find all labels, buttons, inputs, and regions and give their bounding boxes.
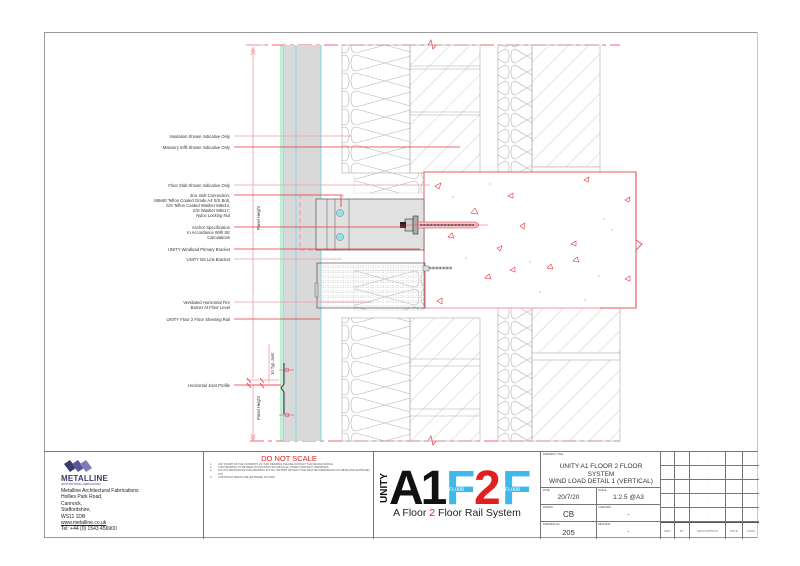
scale-cell: SCALE 1:2.5 @A3: [596, 488, 661, 504]
date-value: 20/7/20: [557, 494, 580, 501]
section-drawing: [234, 39, 643, 446]
drawing-title-caption: DRAWING TITLE: [543, 453, 564, 456]
drawing-no-value: 205: [562, 528, 575, 537]
revision-row: -----: [661, 466, 759, 480]
dim-typ-joint: 10 Typ Joint: [270, 352, 275, 375]
logo-unity: UNITY: [379, 473, 390, 503]
brand-tagline: A Floor 2 Floor Rail System: [393, 507, 521, 519]
drawing-title-cell: DRAWING TITLE UNITY A1 FLOOR 2 FLOOR SYS…: [541, 452, 661, 488]
label-link-bracket: UNITY BS Link Bracket: [186, 257, 230, 262]
logo-floor-left: FLOOR: [449, 487, 464, 493]
company-panel: METALLINE ARCHITECTURAL FABRICATIONS Met…: [44, 452, 204, 539]
metalline-logo-icon: [64, 460, 92, 472]
anchor-line-2: In Accordance With SE: [187, 230, 230, 235]
description-header: DESCRIPTION: [690, 523, 726, 539]
address-line-3: Cannock,: [61, 500, 83, 507]
brand-panel: UNITY A1 F 2 F FLOOR FLOOR A Floor 2 Flo…: [374, 452, 540, 539]
title-block: METALLINE ARCHITECTURAL FABRICATIONS Met…: [44, 451, 759, 539]
revision-row: -----: [661, 494, 759, 508]
bolt-line-4: S/S Washer M8x17,: [192, 208, 230, 213]
date-scale-row: DATE 20/7/20 SCALE 1:2.5 @A3: [541, 488, 661, 505]
bolt-line-2: M8x60 Teflon Coated Grade A4 S/S Bolt,: [154, 198, 230, 203]
drawing-no-revision-row: DRAWING No. 205 REVISION -: [541, 522, 661, 539]
label-fire-barrier: Ventilated Horizontal Fire Barrier At Fl…: [183, 300, 230, 310]
bolt-line-5: Nyloc Locking Nut: [196, 213, 230, 218]
checked-value: -: [627, 511, 630, 518]
scale-value: 1:2.5 @A3: [613, 494, 644, 501]
company-website-link[interactable]: www.metalline.co.uk: [61, 520, 107, 527]
anchor-line-3: Calculations: [207, 235, 230, 240]
revision-cell: REVISION -: [596, 522, 661, 539]
label-primary-bracket: UNITY Windload Primary Bracket: [167, 247, 230, 252]
company-phone: Tel: +44 (0) 1543 456900: [61, 526, 117, 533]
note-item: 4.COPYRIGHT METALLINE (ESTRADE) LTD 2020: [210, 475, 275, 479]
note-item: 2.THIS DRAWING TO BE READ IN CONJUNCTION…: [210, 466, 329, 470]
drawing-info-panel: DRAWING TITLE UNITY A1 FLOOR 2 FLOOR SYS…: [540, 452, 661, 539]
logo-two: 2: [474, 462, 501, 508]
do-not-scale-heading: DO NOT SCALE: [261, 454, 317, 463]
drawn-value: CB: [562, 510, 575, 519]
drawing-title: UNITY A1 FLOOR 2 FLOOR SYSTEM WIND LOAD …: [549, 463, 653, 485]
dim-panel-height-top: Panel Height: [256, 206, 261, 230]
company-logo-subtext: ARCHITECTURAL FABRICATIONS: [61, 483, 101, 486]
revision-row: -----: [661, 508, 759, 522]
by-header: BY: [675, 523, 690, 539]
notes-list: 1.ANY DOUBT OF THE CONTENTS OF THIS DRAW…: [210, 463, 370, 479]
fire-barrier-line-2: Barrier At Floor Level: [190, 305, 230, 310]
bolt-line-3: S/S Teflon Coated Washer M8x24,: [165, 203, 230, 208]
checked-cell: CHECKED -: [596, 505, 661, 521]
notes-panel: DO NOT SCALE 1.ANY DOUBT OF THE CONTENTS…: [204, 452, 374, 539]
revision-value: -: [627, 528, 630, 535]
logo-a1: A1: [389, 462, 447, 508]
anchor-line-1: Anchor Specification: [191, 225, 230, 230]
fire-barrier-line-1: Ventilated Horizontal Fire: [183, 300, 230, 305]
sheet-right-edge: [757, 32, 758, 538]
address-line-5: WS11 1DB: [61, 513, 86, 520]
address-line-4: Staffordshire,: [61, 507, 91, 514]
logo-f-right: F: [502, 462, 531, 508]
label-insulation: Insulation Shown Indicative Only: [169, 134, 230, 139]
company-logo-text: METALLINE: [61, 474, 108, 483]
date-cell: DATE 20/7/20: [541, 488, 597, 504]
label-masonry-infill: Masonry Infill Shown Indicative Only: [162, 145, 230, 150]
label-joint-profile: Horizontal Joint Profile: [188, 383, 230, 388]
logo-f-left: F: [446, 462, 475, 508]
label-floor-slab: Floor Slab Shown Indicative Only: [168, 183, 230, 188]
label-sheeting-rail: UNITY Floor 2 Floor Sheeting Rail: [166, 317, 230, 322]
drawing-sheet-border: [44, 32, 758, 538]
address-line-2: Hollies Park Road,: [61, 494, 103, 501]
date-header: DATE: [726, 523, 743, 539]
unity-a1f2f-logo: UNITY A1 F 2 F FLOOR FLOOR: [379, 462, 531, 508]
revision-row: -----: [661, 480, 759, 494]
drawn-cell: DRAWN CB: [541, 505, 597, 521]
bolt-line-1: 2no. Bolt Connection;: [189, 193, 230, 198]
address-line-1: Metalline Architectural Fabrications: [61, 488, 139, 494]
rev-header: REV: [661, 523, 675, 539]
company-address: Metalline Architectural Fabrications Hol…: [61, 488, 139, 533]
note-item: 1.ANY DOUBT OF THE CONTENTS OF THIS DRAW…: [210, 463, 333, 466]
dim-panel-height-bottom: Panel Height: [256, 396, 261, 420]
revision-row: -----: [661, 452, 759, 466]
drawing-no-cell: DRAWING No. 205: [541, 522, 597, 539]
chkd-header: CHKD: [746, 529, 756, 533]
note-item: 3.DO NOT REPRODUCE THIS DRAWING IN FULL …: [210, 469, 370, 476]
label-anchor-spec: Anchor Specification In Accordance With …: [187, 225, 230, 240]
logo-floor-right: FLOOR: [505, 487, 520, 493]
drawn-checked-row: DRAWN CB CHECKED -: [541, 505, 661, 522]
label-bolt-connection: 2no. Bolt Connection; M8x60 Teflon Coate…: [154, 193, 230, 218]
